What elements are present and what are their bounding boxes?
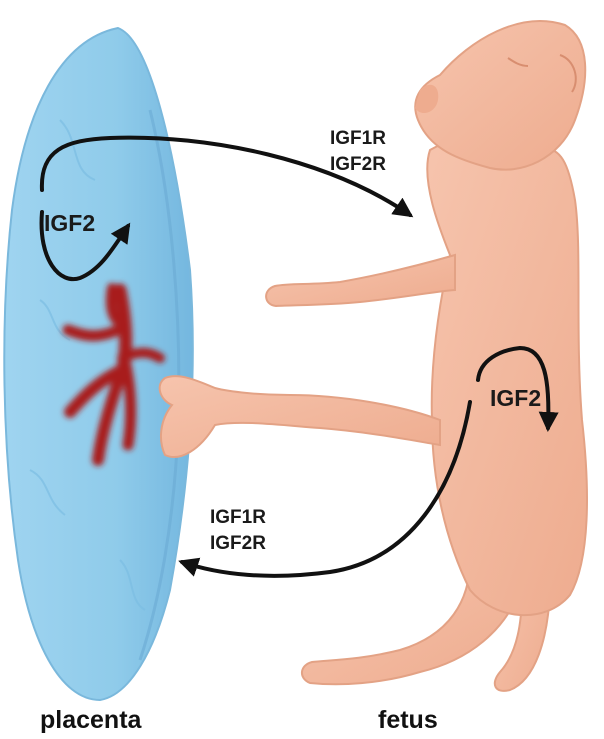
fetus-shape — [160, 21, 587, 691]
placenta-ligand-label: IGF2 — [44, 210, 95, 237]
fetus-ligand-label: IGF2 — [490, 385, 541, 412]
placenta-caption: placenta — [40, 706, 141, 735]
bottom-receptor-2-label: IGF2R — [210, 533, 266, 555]
placenta-shape — [4, 28, 193, 700]
top-receptor-1-label: IGF1R — [330, 128, 386, 150]
top-receptor-2-label: IGF2R — [330, 154, 386, 176]
bottom-receptor-1-label: IGF1R — [210, 507, 266, 529]
fetus-caption: fetus — [378, 706, 438, 735]
